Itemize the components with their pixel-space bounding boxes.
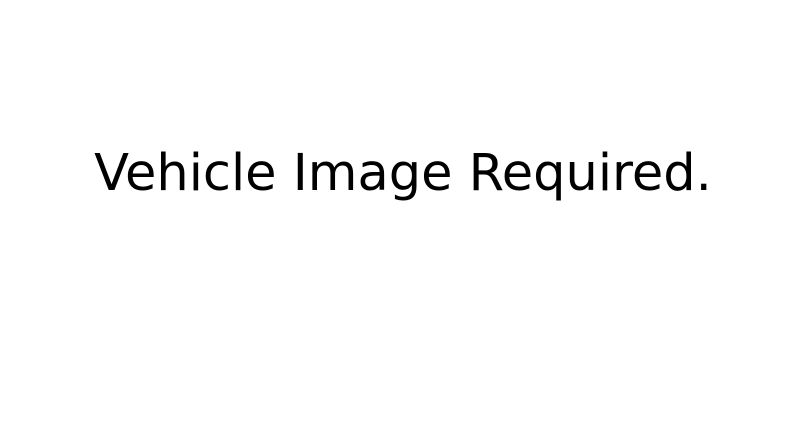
placeholder-message: Vehicle Image Required. [94, 144, 712, 203]
